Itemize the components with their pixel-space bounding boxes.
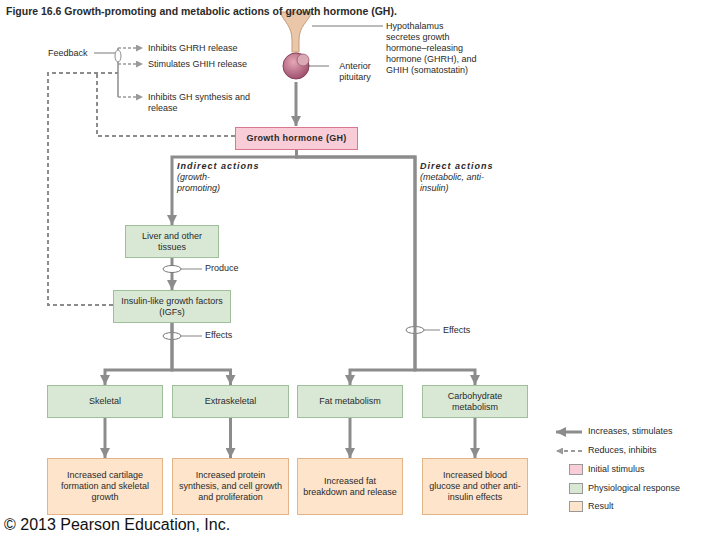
stimulus-arrow: [295, 82, 298, 126]
legend-text: Reduces, inhibits: [588, 445, 657, 456]
feedback-bracket: [117, 48, 119, 97]
box-text: Fat metabolism: [319, 396, 381, 407]
leader-line: [94, 53, 115, 54]
edge-label-marker: [163, 333, 181, 340]
flow-arrow: [104, 418, 107, 458]
legend-text: Initial stimulus: [588, 464, 645, 475]
box-text: Increased protein synthesis, and cell gr…: [177, 470, 284, 503]
box-text: Increased cartilage formation and skelet…: [52, 470, 158, 503]
feedback-effect: Stimulates GHIH release: [148, 59, 247, 70]
effect-box: Carbohydrate metabolism: [422, 385, 528, 418]
effect-box: Skeletal: [47, 385, 163, 418]
edge-label: Produce: [205, 263, 239, 274]
feedback-effect: Inhibits GHRH release: [148, 43, 238, 54]
result-box: Increased cartilage formation and skelet…: [47, 458, 163, 515]
legend-sample-dashed: [556, 450, 582, 452]
tissue-box: Liver and other tissues: [125, 225, 219, 258]
legend-text: Physiological response: [588, 483, 680, 494]
posterior-lobe: [297, 54, 309, 66]
feedback-label: Feedback: [48, 48, 88, 59]
label-leader: [424, 330, 440, 331]
flow-arrow: [171, 258, 174, 290]
label-leader: [181, 336, 202, 337]
feedback-line: [48, 73, 118, 305]
box-text: Insulin-like growth factors (IGFs): [118, 296, 226, 318]
branch-note: (growth-promoting): [177, 172, 235, 194]
box-text: Increased fat breakdown and release: [302, 476, 398, 498]
hormone-box: Growth hormone (GH): [235, 127, 358, 150]
part-label: Anterior pituitary: [330, 61, 380, 83]
feedback-bracket: [115, 50, 121, 62]
edge-label: Effects: [443, 325, 470, 336]
flow-arrow: [297, 150, 416, 385]
flow-arrow: [349, 418, 352, 458]
flow-arrow: [105, 323, 172, 385]
branch-note: (metabolic, anti-insulin): [420, 172, 500, 194]
pituitary-illustration: [283, 53, 309, 79]
flow-arrow: [172, 150, 297, 225]
result-box: Increased blood glucose and other anti-i…: [422, 458, 528, 515]
effect-box: Fat metabolism: [297, 385, 403, 418]
leader-line: [312, 26, 383, 27]
edge-label-marker: [163, 266, 181, 273]
result-box: Increased protein synthesis, and cell gr…: [172, 458, 289, 515]
legend-text: Result: [588, 501, 614, 512]
part-label: Hypothalamus secretes growth hormone–rel…: [386, 21, 478, 76]
feedback-effect: Inhibits GH synthesis and release: [148, 92, 252, 114]
box-text: Growth hormone (GH): [246, 133, 346, 144]
copyright-note: © 2013 Pearson Education, Inc.: [4, 516, 230, 534]
box-text: Skeletal: [89, 396, 121, 407]
box-text: Liver and other tissues: [130, 231, 214, 253]
box-text: Increased blood glucose and other anti-i…: [427, 470, 523, 503]
legend-swatch: [569, 464, 583, 475]
flow-arrow: [474, 418, 477, 458]
feedback-arrow: [118, 96, 143, 98]
effect-box: Extraskeletal: [172, 385, 289, 418]
legend-text: Increases, stimulates: [588, 426, 673, 437]
box-text: Carbohydrate metabolism: [427, 391, 523, 413]
legend-swatch: [569, 501, 583, 512]
branch-heading: Indirect actions: [177, 161, 260, 172]
branch-heading: Direct actions: [420, 161, 494, 172]
label-leader: [181, 269, 202, 270]
flow-arrow: [229, 418, 232, 458]
feedback-arrow: [118, 63, 143, 65]
hypothalamus-illustration: [280, 12, 312, 52]
edge-label-marker: [406, 327, 424, 334]
edge-label: Effects: [205, 330, 232, 341]
legend-swatch: [569, 483, 583, 494]
factor-box: Insulin-like growth factors (IGFs): [113, 290, 231, 323]
leader-line: [308, 66, 329, 67]
result-box: Increased fat breakdown and release: [297, 458, 403, 515]
legend-sample-arrow: [556, 431, 582, 434]
box-text: Extraskeletal: [205, 396, 257, 407]
figure-title: Figure 16.6 Growth-promoting and metabol…: [6, 5, 397, 17]
feedback-arrow: [118, 47, 143, 49]
